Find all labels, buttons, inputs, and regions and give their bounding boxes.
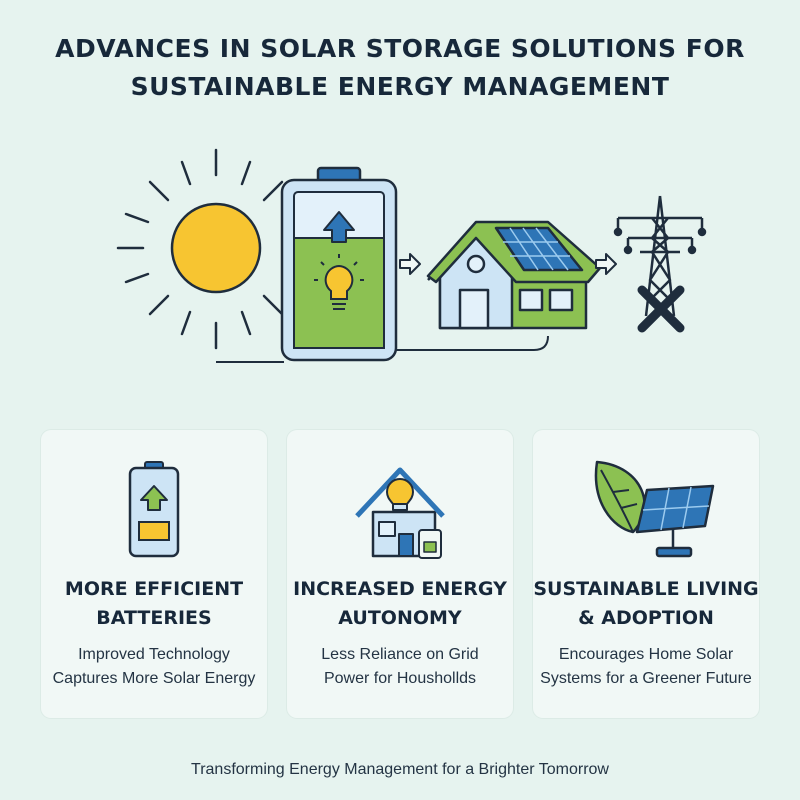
card-title: MORE EFFICIENT BATTERIES	[64, 578, 244, 629]
solar-panel-icon	[494, 226, 584, 272]
house-icon	[355, 467, 445, 559]
card-description: Encourages Home Solar Systems for a Gree…	[540, 646, 752, 687]
card-efficient-batteries: MORE EFFICIENT BATTERIES Improved Techno…	[41, 430, 267, 718]
lightbulb-icon	[314, 254, 364, 310]
card-description: Improved Technology Captures More Solar …	[52, 646, 256, 687]
battery-icon	[280, 166, 398, 362]
title-line-2: SUSTAINABLE ENERGY MANAGEMENT	[130, 72, 670, 101]
up-arrow-icon	[323, 211, 355, 243]
footer-tagline: Transforming Energy Management for a Bri…	[191, 761, 609, 778]
cross-icon	[637, 285, 685, 333]
card-title: SUSTAINABLE LIVING & ADOPTION	[533, 578, 759, 629]
card-title: INCREASED ENERGY AUTONOMY	[293, 578, 507, 629]
hero-illustration	[116, 148, 707, 363]
arrow-right-icon	[595, 253, 617, 275]
title-line-1: ADVANCES IN SOLAR STORAGE SOLUTIONS FOR	[55, 34, 745, 63]
house-icon	[426, 220, 602, 330]
leaf-solar-panel-icon	[594, 460, 715, 558]
card-description: Less Reliance on Grid Power for Housholl…	[321, 646, 479, 687]
card-energy-autonomy: INCREASED ENERGY AUTONOMY Less Reliance …	[287, 430, 513, 718]
arrow-right-icon	[399, 253, 421, 275]
card-sustainable-living: SUSTAINABLE LIVING & ADOPTION Encourages…	[533, 430, 759, 718]
battery-icon	[128, 461, 180, 558]
page-title: ADVANCES IN SOLAR STORAGE SOLUTIONS FOR …	[0, 30, 800, 106]
transmission-tower-icon	[613, 195, 707, 317]
sun-disc	[170, 202, 262, 294]
